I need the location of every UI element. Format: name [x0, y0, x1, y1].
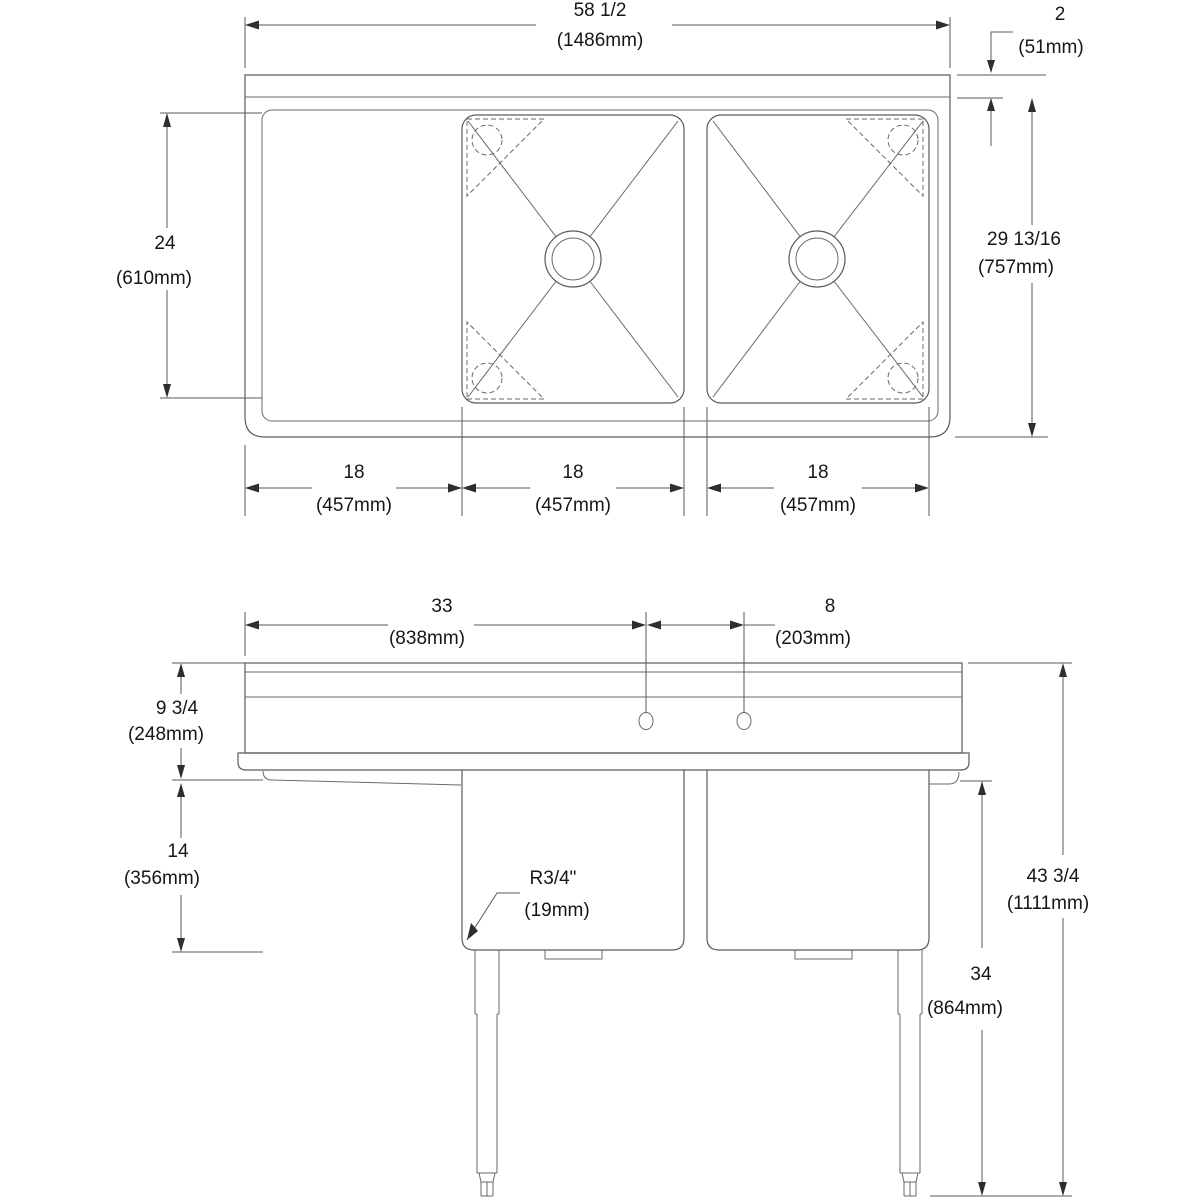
dim-bowl-length-mm: (610mm) — [116, 268, 192, 289]
dim-section-3-mm: (457mm) — [780, 495, 856, 516]
dim-drainboard-span-mm: (838mm) — [389, 628, 465, 649]
dim-corner-radius: R3/4" (19mm) — [466, 868, 590, 941]
dim-bowl-depth-in: 14 — [167, 841, 189, 862]
bowl-2-drain-inner — [795, 237, 839, 281]
sink-top-outline — [244, 74, 951, 438]
bowl-1-corner-circle-bottom — [471, 362, 503, 394]
dim-overall-depth-in: 29 13/16 — [987, 229, 1061, 250]
bowl-2-corner-circle-top — [887, 124, 919, 156]
dim-overall-depth: 29 13/16 (757mm) — [955, 98, 1061, 438]
right-underside — [929, 771, 960, 785]
bowl-2-front — [706, 770, 930, 951]
dim-backsplash-thickness-mm: (51mm) — [1018, 37, 1083, 58]
dim-overall-width-mm: (1486mm) — [557, 30, 644, 51]
dim-underside-height-mm: (864mm) — [927, 998, 1003, 1019]
dim-drainboard-span-in: 33 — [431, 596, 452, 617]
dim-bowl-depth-mm: (356mm) — [124, 868, 200, 889]
dim-underside-height: 34 (864mm) — [927, 780, 1003, 1196]
bowl-2-corner-gussets — [844, 118, 924, 400]
front-rim-lip — [237, 752, 970, 771]
dim-bowl-depth: 14 (356mm) — [124, 783, 263, 953]
dim-section-2-mm: (457mm) — [535, 495, 611, 516]
dim-overall-depth-mm: (757mm) — [978, 257, 1054, 278]
dim-backsplash-thickness: 2 (51mm) — [957, 4, 1084, 146]
bowl-2-plan — [706, 114, 930, 404]
dim-drainboard-span: 33 (838mm) — [244, 596, 745, 713]
faucet-hole-left — [638, 712, 654, 730]
bowl-1-drain-inner — [551, 237, 595, 281]
bowl-1-cross-lines — [467, 120, 679, 398]
dim-backsplash-height: 9 3/4 (248mm) — [128, 662, 263, 781]
top-band-lines — [245, 671, 962, 698]
bowl-1-drain-boss — [544, 950, 603, 960]
bowl-2-corner-circle-bottom — [887, 362, 919, 394]
dim-corner-radius-in: R3/4" — [530, 868, 577, 889]
bowl-1-corner-circle-top — [471, 124, 503, 156]
dim-overall-height-in: 43 3/4 — [1027, 866, 1080, 887]
faucet-hole-right — [736, 712, 752, 730]
dim-overall-height-mm: (1111mm) — [1007, 893, 1089, 914]
bowl-1-corner-gussets — [466, 118, 546, 400]
dim-overall-width: 58 1/2 (1486mm) — [244, 0, 951, 68]
bowl-1-drain-outer — [544, 230, 602, 288]
bowl-1-front — [461, 770, 685, 951]
dim-overall-width-in: 58 1/2 — [574, 0, 627, 21]
dim-backsplash-thickness-in: 2 — [1055, 4, 1066, 25]
front-view: 33 (838mm) 8 (203mm) 9 3/4 (248mm) 14 (3… — [124, 596, 1089, 1197]
dim-bowl-length-in: 24 — [154, 233, 176, 254]
dim-sections: 18 (457mm) 18 (457mm) 18 (457mm) — [244, 407, 930, 516]
dim-section-3-in: 18 — [807, 462, 828, 483]
dim-faucet-hole-spacing: 8 (203mm) — [647, 596, 851, 649]
dim-faucet-hole-spacing-in: 8 — [825, 596, 836, 617]
deck-inner-edge — [261, 109, 939, 422]
bowl-2-drain-boss — [794, 950, 853, 960]
bowl-2-cross-lines — [712, 120, 924, 398]
dim-section-2-in: 18 — [562, 462, 583, 483]
dim-section-1-in: 18 — [343, 462, 364, 483]
leg-right — [897, 950, 923, 1197]
leg-left — [474, 950, 500, 1197]
plan-view: 58 1/2 (1486mm) 2 (51mm) 29 13/16 (757mm… — [116, 0, 1084, 516]
dim-backsplash-height-in: 9 3/4 — [156, 698, 199, 719]
dim-corner-radius-mm: (19mm) — [524, 900, 589, 921]
dim-faucet-hole-spacing-mm: (203mm) — [775, 628, 851, 649]
dim-underside-height-in: 34 — [970, 964, 992, 985]
drainboard-underside — [262, 770, 462, 786]
bowl-2-drain-outer — [788, 230, 846, 288]
dim-backsplash-height-mm: (248mm) — [128, 724, 204, 745]
dim-bowl-length: 24 (610mm) — [116, 112, 262, 399]
bowl-1-plan — [461, 114, 685, 404]
top-band-outline — [244, 662, 963, 754]
dim-overall-height: 43 3/4 (1111mm) — [930, 662, 1089, 1197]
dim-section-1-mm: (457mm) — [316, 495, 392, 516]
